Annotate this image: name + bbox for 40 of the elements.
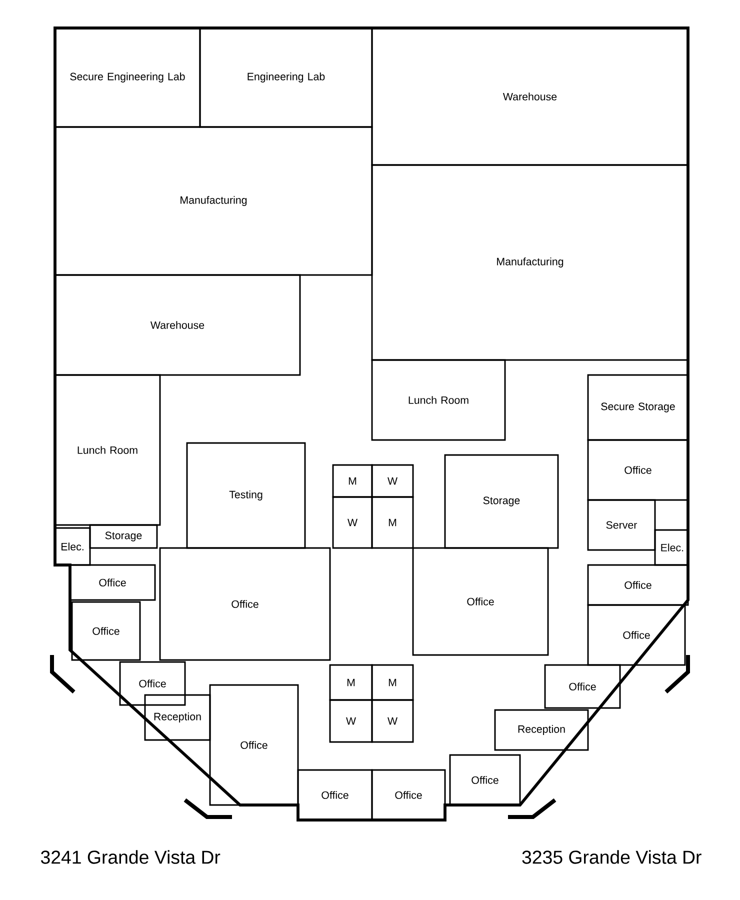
room: Lunch Room <box>54 374 161 526</box>
room: M <box>371 664 414 701</box>
room: Server <box>587 499 656 551</box>
room: Reception <box>144 694 211 741</box>
room: Office <box>371 769 446 821</box>
room: Office <box>412 547 549 656</box>
room: W <box>371 464 414 498</box>
room: Office <box>297 769 373 821</box>
room: Engineering Lab <box>199 27 373 128</box>
room: Secure Engineering Lab <box>54 27 201 128</box>
room: M <box>332 464 373 498</box>
room: Office <box>71 601 141 661</box>
room: M <box>371 496 414 549</box>
room: Warehouse <box>54 274 301 376</box>
room: Office <box>587 604 686 666</box>
room: Manufacturing <box>54 126 373 276</box>
room: Office <box>159 547 331 661</box>
address-label: 3241 Grande Vista Dr <box>40 850 220 864</box>
room: Office <box>587 439 689 501</box>
room: Office <box>587 564 689 606</box>
room: Storage <box>444 454 559 549</box>
room: Secure Storage <box>587 374 689 441</box>
room: Office <box>69 564 156 601</box>
room: Lunch Room <box>371 359 506 441</box>
room: Testing <box>186 442 306 549</box>
room: W <box>329 699 373 743</box>
room: Office <box>209 684 299 806</box>
room: W <box>332 496 373 549</box>
room: Elec. <box>654 529 689 566</box>
room: Office <box>544 664 621 709</box>
room: Elec. <box>54 527 91 566</box>
room: Reception <box>494 709 589 751</box>
room: Manufacturing <box>371 164 689 361</box>
address-label: 3235 Grande Vista Dr <box>522 850 702 864</box>
room: Office <box>119 661 186 706</box>
room: W <box>371 699 414 743</box>
room: Warehouse <box>371 27 689 166</box>
room: Office <box>449 754 521 806</box>
room: M <box>329 664 373 701</box>
room: Storage <box>89 524 158 549</box>
